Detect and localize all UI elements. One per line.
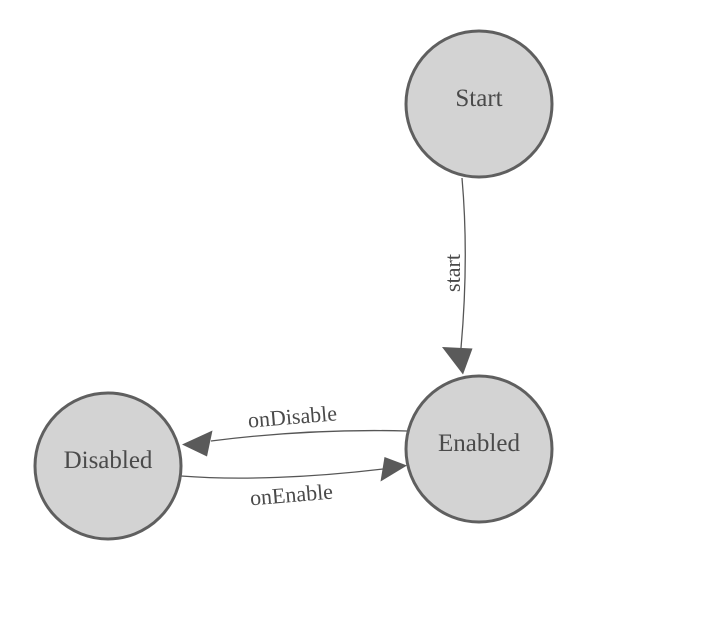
node-disabled[interactable]: Disabled — [33, 391, 183, 541]
edge-start-arrowhead — [442, 347, 473, 375]
node-disabled-circle[interactable] — [33, 391, 183, 541]
edge-ondisable-transition: onDisable — [182, 400, 408, 457]
edge-label-onenable: onEnable — [249, 479, 334, 511]
node-start-label: Start — [455, 85, 502, 112]
edge-ondisable-arrowhead — [182, 430, 213, 457]
edge-label-start: start — [440, 254, 465, 292]
edge-ondisable-path — [210, 429, 408, 442]
node-enabled[interactable]: Enabled — [404, 374, 554, 524]
edge-start-path — [460, 177, 466, 349]
edge-label-ondisable: onDisable — [247, 400, 338, 432]
edge-start-transition: start — [440, 177, 473, 375]
node-disabled-label: Disabled — [64, 447, 153, 474]
edge-onenable-path — [180, 468, 384, 479]
node-start-circle[interactable] — [404, 29, 554, 179]
edge-onenable-arrowhead — [380, 457, 407, 482]
node-enabled-label: Enabled — [438, 430, 520, 457]
node-start[interactable]: Start — [404, 29, 554, 179]
edge-onenable-transition: onEnable — [180, 457, 407, 511]
node-enabled-circle[interactable] — [404, 374, 554, 524]
